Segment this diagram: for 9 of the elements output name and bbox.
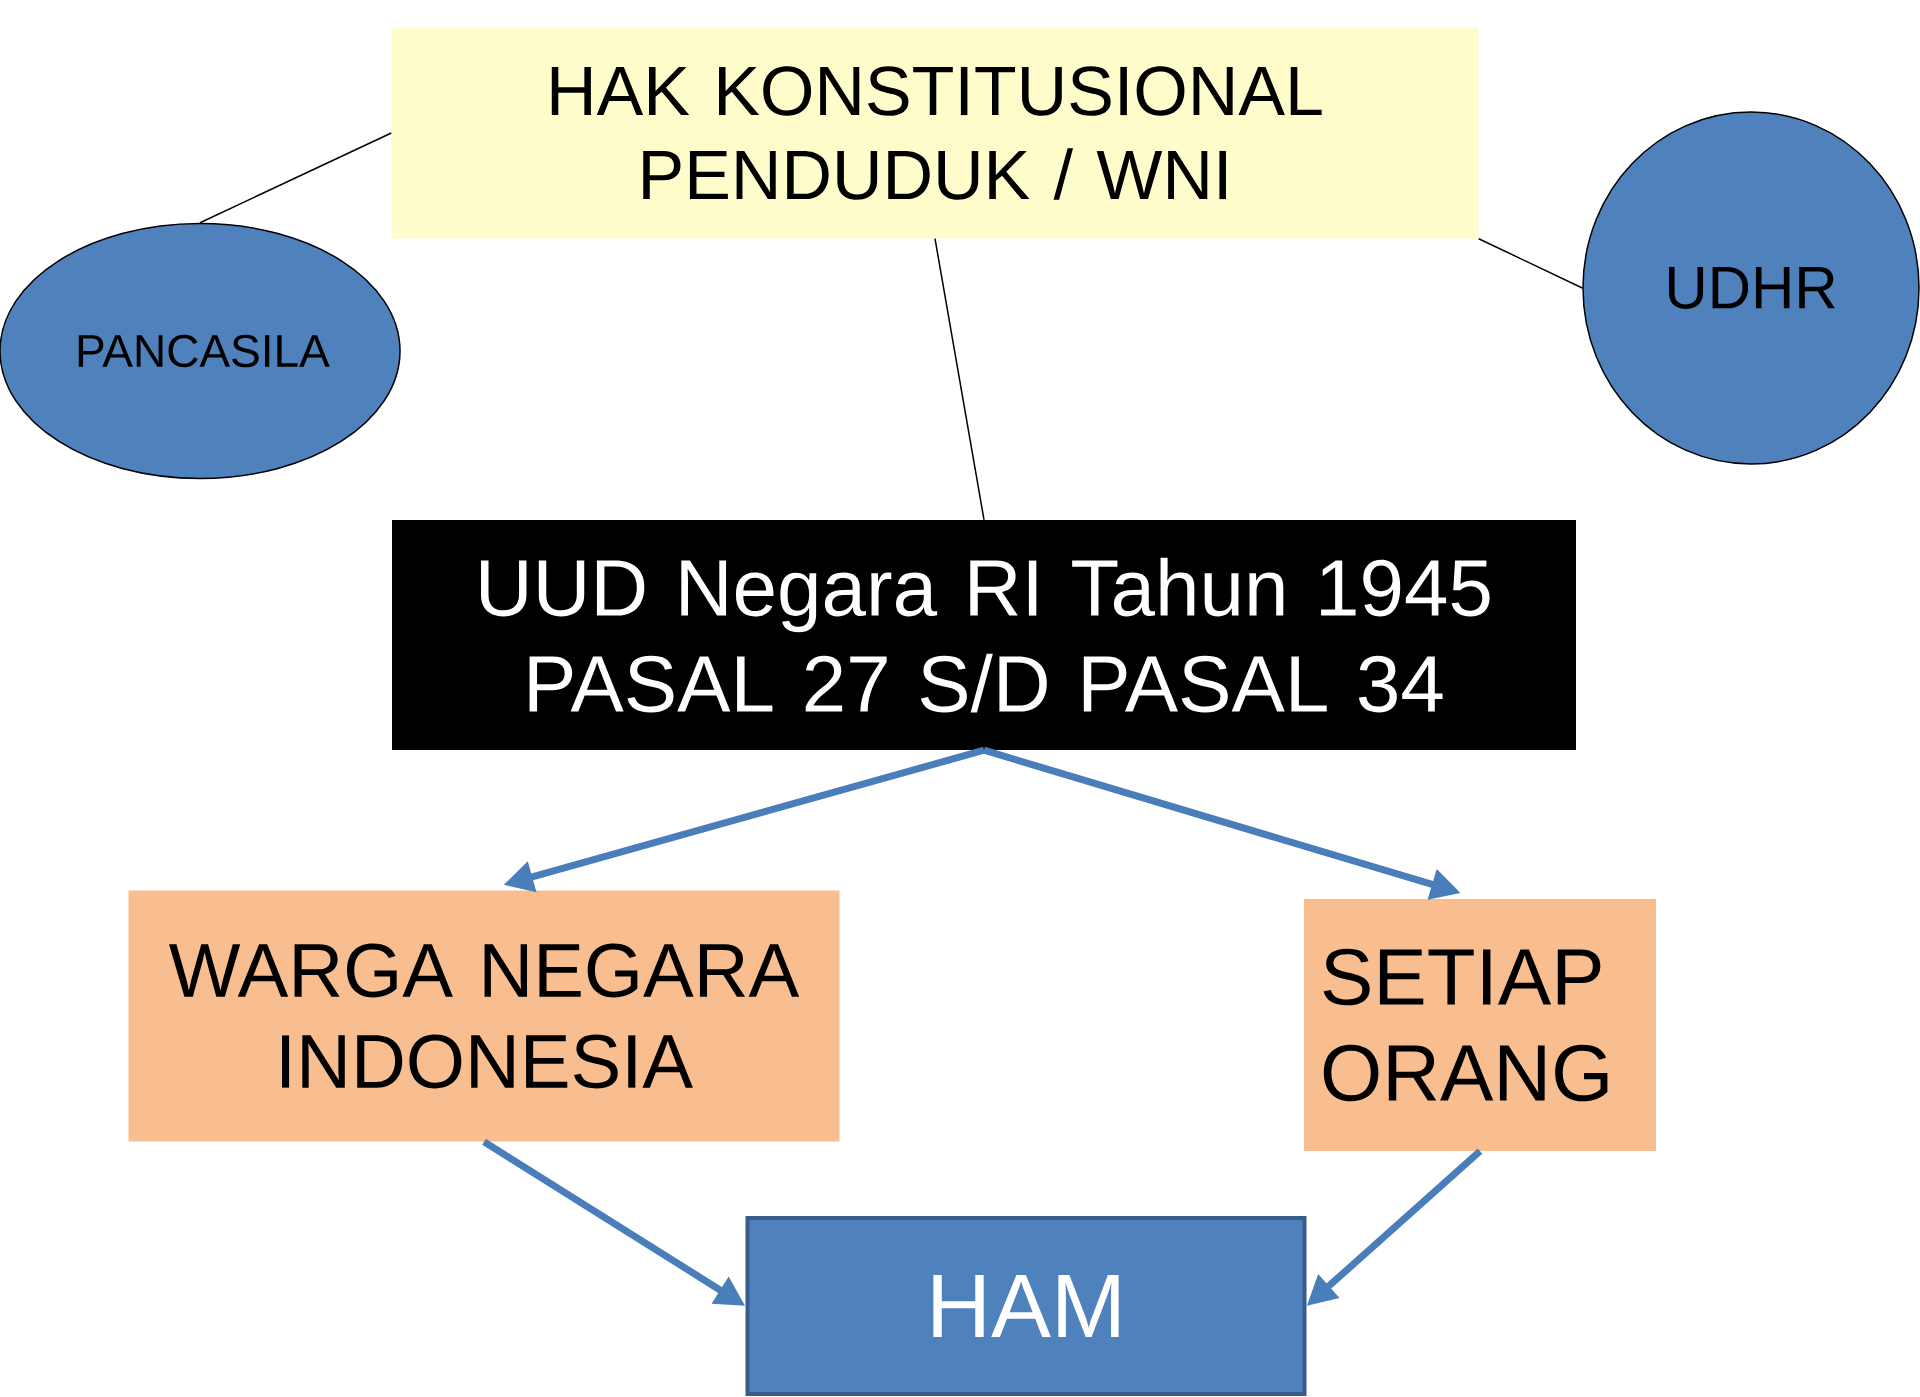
connector-line xyxy=(1477,237,1583,289)
group-box: SETIAP ORANG xyxy=(1304,899,1656,1151)
circle-node: UDHR xyxy=(1582,111,1920,465)
connector-line xyxy=(199,132,393,224)
constitution-box: UUD Negara RI Tahun 1945 PASAL 27 S/D PASAL 34 xyxy=(392,520,1576,750)
group-box: WARGA NEGARA INDONESIA xyxy=(128,890,840,1142)
result-box: HAM xyxy=(745,1216,1307,1396)
title-box: HAK KONSTITUSIONAL PENDUDUK / WNI xyxy=(391,27,1479,239)
connector-line xyxy=(934,237,985,521)
